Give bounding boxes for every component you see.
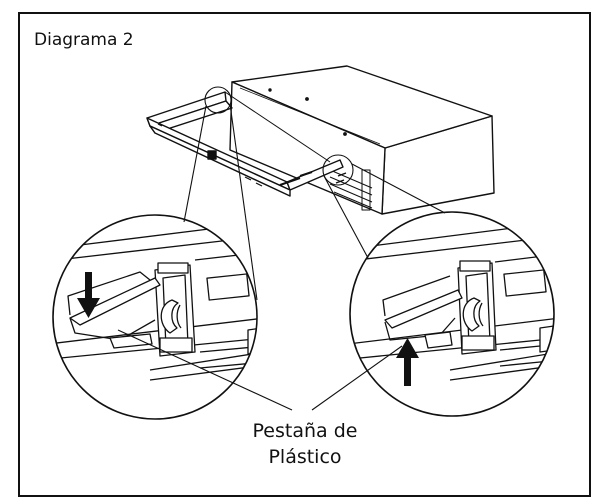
right-detail-circle <box>349 211 555 417</box>
plastic-tab-callout: Pestaña de Plástico <box>205 418 405 470</box>
drawer-slide-rail <box>286 159 344 191</box>
callout-line-2: Plástico <box>268 446 342 468</box>
cabinet-drawing <box>229 65 495 215</box>
callout-line-1: Pestaña de <box>252 420 358 442</box>
diagram-title: Diagrama 2 <box>34 30 134 50</box>
right-detail-view <box>349 211 555 417</box>
magnifier-leader-lines <box>183 103 446 301</box>
drawer-tray <box>146 91 347 197</box>
arrow-up-icon <box>396 338 419 386</box>
detail-circle-left-small <box>204 86 232 114</box>
arrow-down-icon <box>77 272 100 318</box>
left-detail-view <box>52 214 258 420</box>
detail-circle-right-small <box>322 154 354 186</box>
callout-leader-lines <box>117 329 403 411</box>
left-detail-circle <box>52 214 258 420</box>
